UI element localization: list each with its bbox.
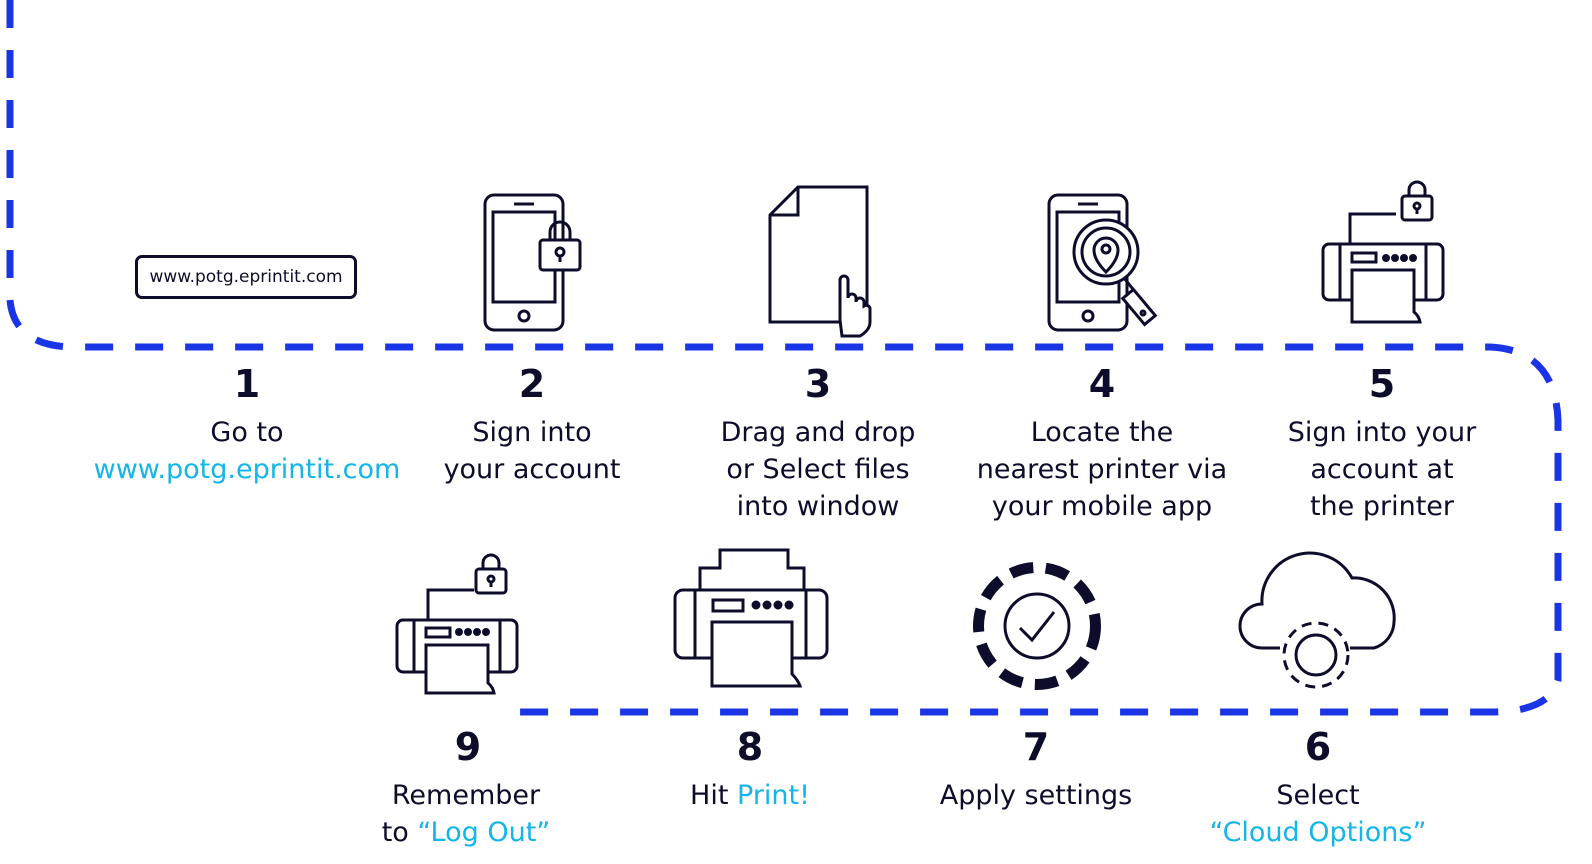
step-number-5: 5 <box>1368 362 1396 406</box>
printer-lock-icon <box>395 553 519 695</box>
step-9-line-2: to “Log Out” <box>306 814 626 851</box>
step-1-line: Go to <box>210 417 284 448</box>
step-9-text: Remember to “Log Out” <box>306 777 626 851</box>
step-7-line: Apply settings <box>939 780 1133 811</box>
step-4-line: your mobile app <box>991 491 1213 522</box>
step-6-text: Select “Cloud Options” <box>1158 777 1478 851</box>
step-8-prefix: Hit <box>690 780 738 811</box>
step-5-text: Sign into your account at the printer <box>1222 414 1542 525</box>
step-number-8: 8 <box>736 725 764 769</box>
step-3-line: or Select files <box>726 454 910 485</box>
step-3-line: Drag and drop <box>720 417 916 448</box>
step-number-1: 1 <box>233 362 261 406</box>
step-8-line: Hit Print! <box>590 777 910 814</box>
step-5-line: account at <box>1310 454 1454 485</box>
step-4-line: Locate the <box>1030 417 1174 448</box>
step-number-7: 7 <box>1022 725 1050 769</box>
step-8-highlight: Print! <box>737 780 810 811</box>
step-5-line: Sign into your <box>1287 417 1477 448</box>
gear-check-icon <box>973 562 1101 690</box>
step-number-6: 6 <box>1304 725 1332 769</box>
step-9-line: Remember <box>391 780 541 811</box>
step-5-line: the printer <box>1309 491 1455 522</box>
phone-lock-icon <box>483 193 582 332</box>
step-1-text: Go to www.potg.eprintit.com <box>87 414 407 488</box>
step-4-line: nearest printer via <box>976 454 1228 485</box>
step-3-line: into window <box>736 491 900 522</box>
step-3-text: Drag and drop or Select files into windo… <box>658 414 978 525</box>
step-number-4: 4 <box>1088 362 1116 406</box>
step-number-3: 3 <box>804 362 832 406</box>
step-number-9: 9 <box>454 725 482 769</box>
step-7-text: Apply settings <box>876 777 1196 814</box>
step-4-text: Locate the nearest printer via your mobi… <box>942 414 1262 525</box>
step-6-line: Select <box>1276 780 1360 811</box>
printer-lock-icon <box>1321 180 1445 324</box>
step-2-text: Sign into your account <box>372 414 692 488</box>
step-9-highlight: “Log Out” <box>417 817 551 848</box>
step-number-2: 2 <box>518 362 546 406</box>
document-touch-icon <box>768 185 872 338</box>
step-9-prefix: to <box>381 817 418 848</box>
step-8-text: Hit Print! <box>590 777 910 814</box>
phone-locate-icon <box>1047 193 1158 332</box>
step-6-highlight: “Cloud Options” <box>1209 817 1427 848</box>
printer-icon <box>673 548 829 688</box>
step-2-line: your account <box>443 454 621 485</box>
cloud-gear-icon <box>1238 551 1396 689</box>
step-1-link[interactable]: www.potg.eprintit.com <box>93 454 401 485</box>
dashed-path <box>6 0 1562 716</box>
url-box: www.potg.eprintit.com <box>135 255 357 299</box>
step-2-line: Sign into <box>472 417 592 448</box>
